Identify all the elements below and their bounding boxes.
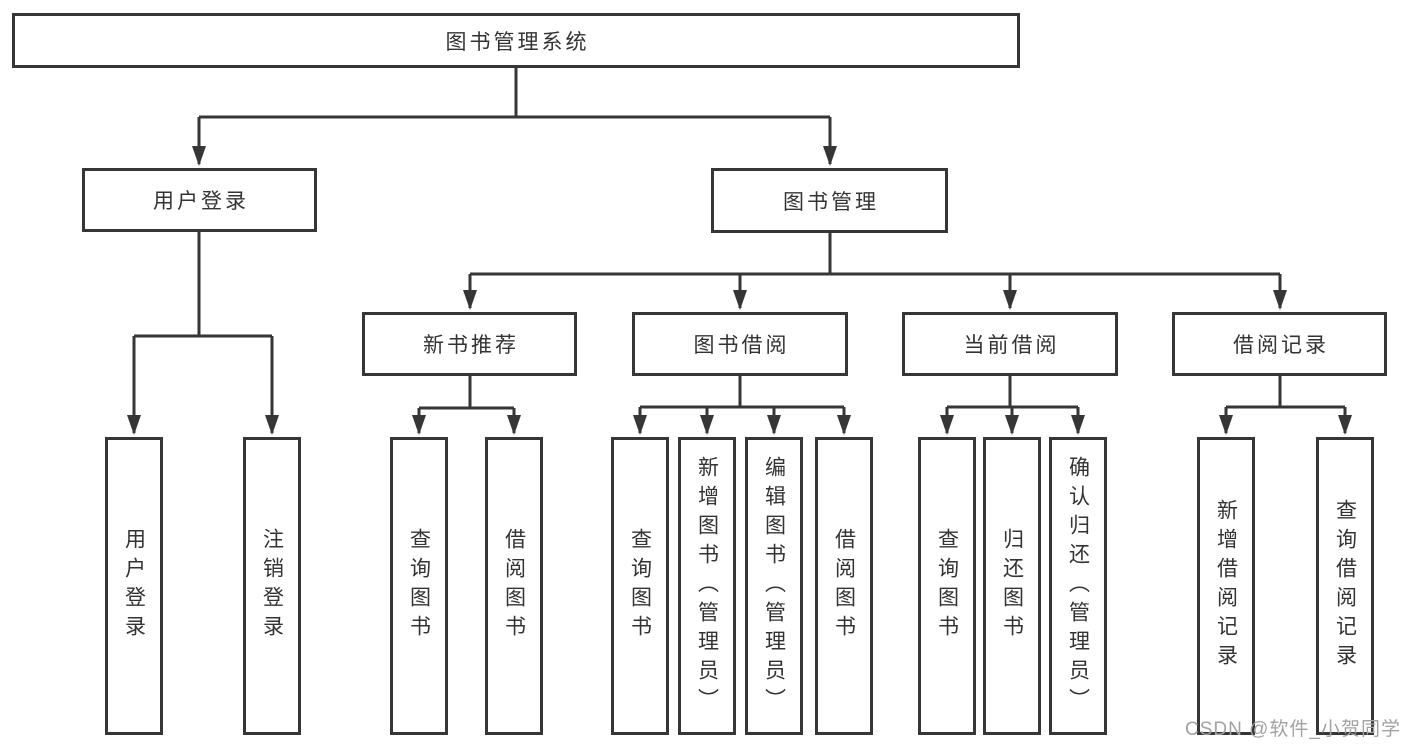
leaf-logout-login: 注销登录 (243, 437, 301, 735)
leaf-currentborrow-return-book: 归还图书 (983, 437, 1041, 735)
node-current-borrow: 当前借阅 (902, 312, 1118, 376)
leaf-borrowrecord-add-record: 新增借阅记录 (1197, 437, 1255, 735)
leaf-bookborrow-edit-book-admin: 编辑图书（管理员） (745, 437, 803, 735)
leaf-label: 查询图书 (935, 528, 959, 644)
leaf-borrowrecord-query-record: 查询借阅记录 (1316, 437, 1374, 735)
leaf-newbook-borrow-book: 借阅图书 (485, 437, 543, 735)
leaf-label: 新增图书（管理员） (695, 455, 719, 717)
node-label: 图书管理 (783, 190, 879, 214)
node-label: 用户登录 (153, 190, 249, 213)
connector-group (127, 68, 1352, 435)
leaf-label: 归还图书 (1000, 528, 1024, 644)
leaf-label: 查询图书 (628, 528, 652, 644)
leaf-newbook-query-book: 查询图书 (390, 437, 448, 735)
node-label: 图书借阅 (693, 334, 790, 357)
leaf-label: 借阅图书 (832, 528, 856, 644)
leaf-label: 确认归还（管理员） (1066, 455, 1090, 717)
leaf-label: 编辑图书（管理员） (762, 455, 786, 717)
leaf-currentborrow-query-book: 查询图书 (918, 437, 976, 735)
leaf-bookborrow-add-book-admin: 新增图书（管理员） (678, 437, 736, 735)
leaf-currentborrow-confirm-return-admin: 确认归还（管理员） (1049, 437, 1107, 735)
leaf-bookborrow-borrow-book: 借阅图书 (815, 437, 873, 735)
node-root-system: 图书管理系统 (12, 13, 1020, 68)
leaf-bookborrow-query-book: 查询图书 (611, 437, 669, 735)
node-label: 借阅记录 (1233, 334, 1329, 357)
leaf-label: 借阅图书 (502, 528, 526, 644)
node-book-borrow: 图书借阅 (632, 312, 848, 376)
node-book-management: 图书管理 (711, 168, 948, 233)
csdn-watermark: CSDN @软件_小贺同学 (1185, 719, 1401, 740)
node-borrow-record: 借阅记录 (1172, 312, 1387, 376)
leaf-label: 注销登录 (260, 528, 284, 644)
leaf-label: 查询借阅记录 (1333, 499, 1357, 673)
node-user-login: 用户登录 (82, 168, 317, 232)
leaf-user-login: 用户登录 (105, 437, 163, 735)
leaf-label: 新增借阅记录 (1214, 499, 1238, 673)
leaf-label: 查询图书 (407, 528, 431, 644)
node-label: 图书管理系统 (445, 30, 590, 54)
node-label: 新书推荐 (423, 334, 519, 357)
node-label: 当前借阅 (963, 334, 1060, 357)
node-new-book-recommend: 新书推荐 (362, 312, 577, 376)
leaf-label: 用户登录 (122, 528, 146, 644)
